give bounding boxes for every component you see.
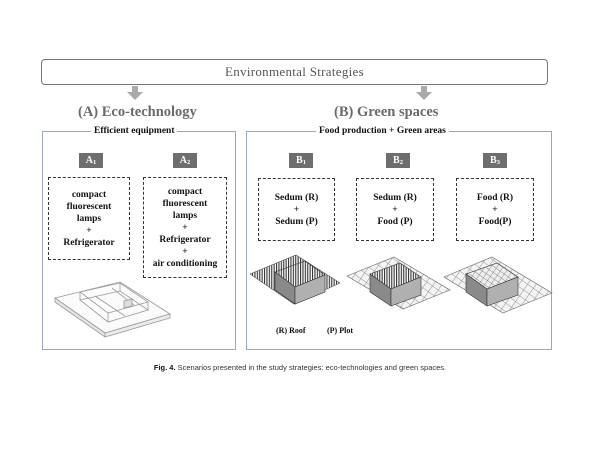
scenario-box-a2: compact fluorescent lamps + Refrigerator…: [143, 177, 227, 278]
panel-b-caption: Food production + Green areas: [316, 124, 449, 138]
strategies-header: Environmental Strategies: [41, 59, 548, 85]
legend-plot: (P) Plot: [327, 326, 353, 335]
figure-label: Fig. 4.: [153, 363, 176, 372]
building-b1-icon: [249, 254, 341, 305]
figure-caption-text: Scenarios presented in the study strateg…: [177, 363, 447, 372]
floorplan-wireframe-icon: [54, 281, 171, 338]
section-b-title: (B) Green spaces: [334, 104, 439, 120]
scenario-box-a1: compact fluorescent lamps + Refrigerator: [48, 177, 130, 260]
scenario-box-b1: Sedum (R) + Sedum (P): [258, 178, 335, 241]
legend-roof: (R) Roof: [276, 326, 306, 335]
header-title: Environmental Strategies: [225, 64, 364, 79]
section-a-title: (A) Eco-technology: [78, 104, 197, 120]
scenario-box-b3: Food (R) + Food(P): [456, 178, 534, 241]
figure-caption: Fig. 4. Scenarios presented in the study…: [0, 363, 600, 372]
building-b3-icon: [443, 256, 553, 314]
building-b2-icon: [346, 256, 451, 310]
panel-a-caption: Efficient equipment: [91, 124, 178, 138]
scenario-box-b2: Sedum (R) + Food (P): [356, 178, 434, 241]
